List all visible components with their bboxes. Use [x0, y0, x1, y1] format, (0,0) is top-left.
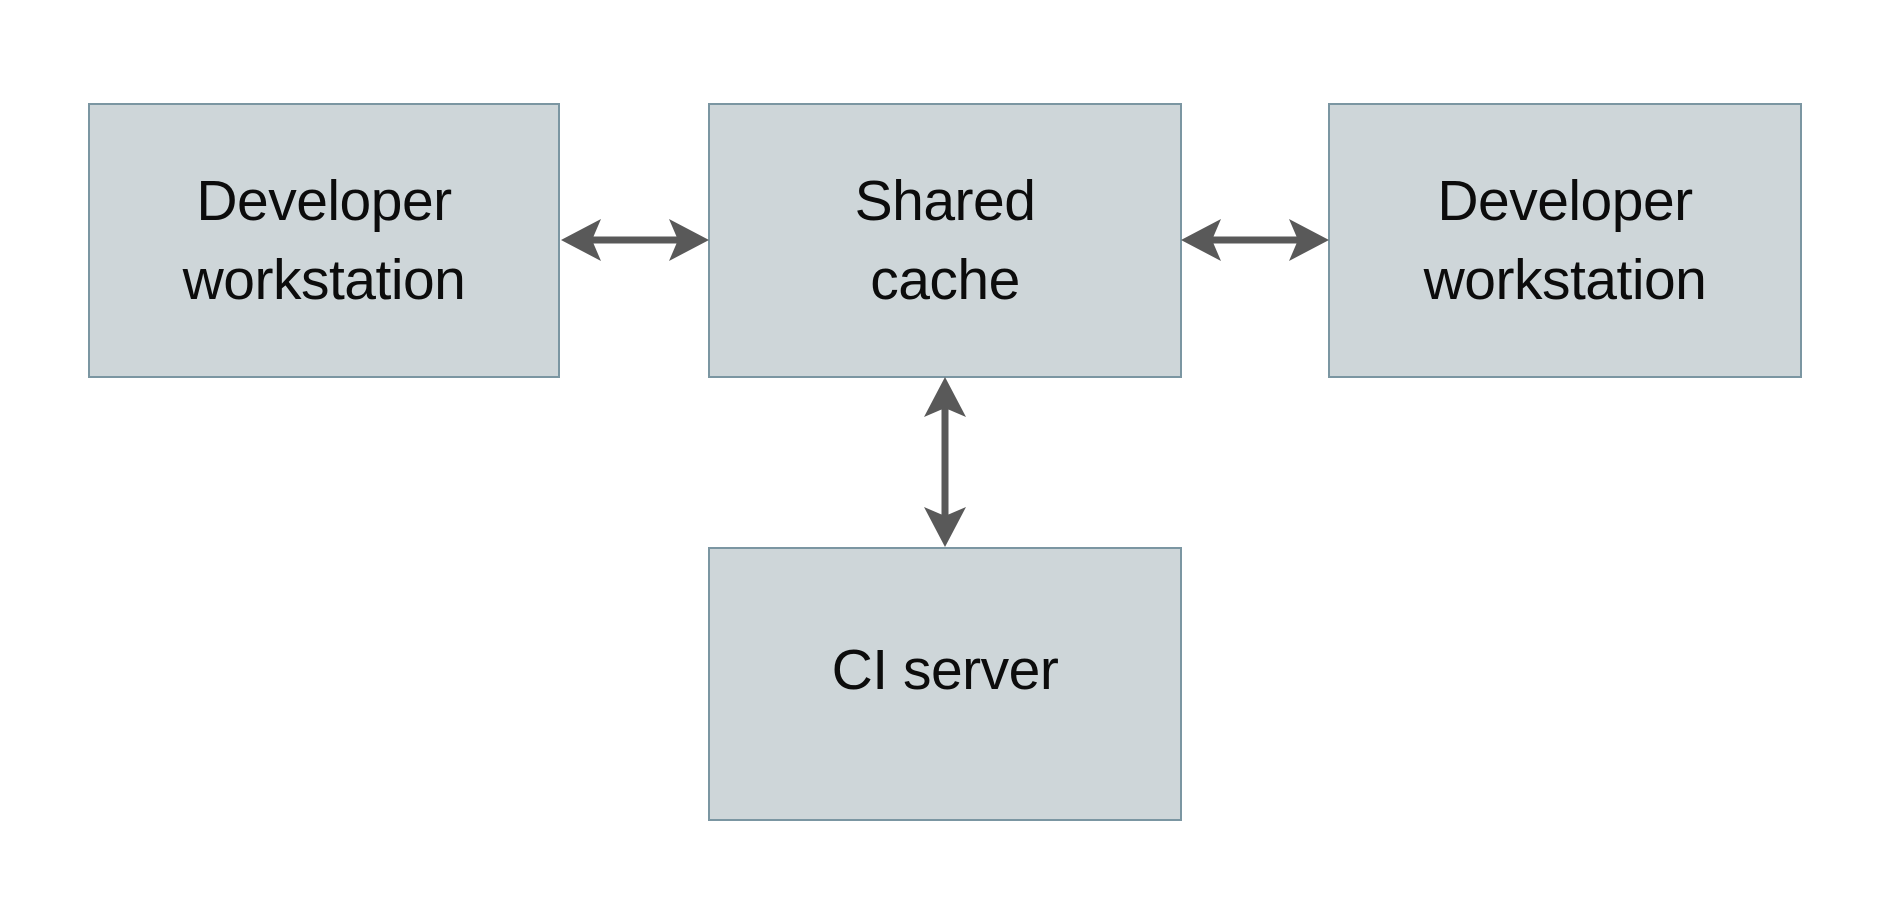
edge-shared-cache-to-ci-server	[924, 377, 966, 547]
node-label: CI server	[831, 637, 1059, 702]
edge-developer-left-to-shared-cache	[561, 219, 709, 261]
edge-shared-cache-to-developer-right	[1181, 219, 1329, 261]
node-label: Developer workstation	[1423, 168, 1707, 312]
node-shared-cache[interactable]: Shared cache	[708, 103, 1182, 378]
node-developer-workstation-right[interactable]: Developer workstation	[1328, 103, 1802, 378]
node-ci-server[interactable]: CI server	[708, 547, 1182, 821]
node-developer-workstation-left[interactable]: Developer workstation	[88, 103, 560, 378]
node-label: Developer workstation	[182, 168, 466, 312]
node-label: Shared cache	[854, 168, 1036, 312]
